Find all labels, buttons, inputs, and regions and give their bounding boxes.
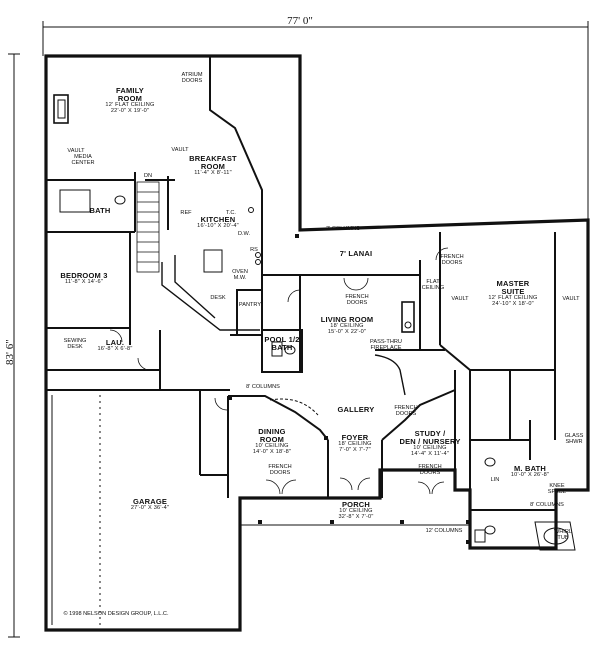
note-columns-2ft: 2' COLUMNS: [326, 226, 360, 232]
fireplace-living: [401, 301, 415, 333]
room-bath: BATH: [89, 206, 111, 215]
note-vault-left: VAULT: [67, 148, 85, 154]
fireplace-family: [53, 94, 69, 124]
overall-width: 77' 0": [287, 15, 313, 27]
note-pantry: PANTRY: [238, 302, 262, 308]
note-dishwasher: D.W.: [237, 231, 251, 237]
kitchen-island: [203, 249, 223, 273]
room-garage: GARAGE 27'-0" X 36'-4": [130, 497, 170, 511]
tub: [59, 189, 91, 213]
whirl-tub: [534, 521, 576, 551]
room-kitchen: KITCHEN 16'-10" X 20'-4": [197, 215, 239, 229]
note-vault-m2: VAULT: [562, 296, 580, 302]
note-desk: DESK: [210, 295, 226, 301]
room-gallery: GALLERY: [337, 405, 375, 414]
lanai-edge-top: [208, 55, 301, 230]
note-vault-family: VAULT: [171, 147, 189, 153]
room-foyer: FOYER 18' CEILING 7'-0" X 7'-7": [338, 433, 372, 453]
note-trash-compactor: T.C.: [226, 210, 236, 216]
note-ref: REF: [180, 210, 192, 216]
note-stairs-down: DN: [143, 173, 153, 179]
room-laundry: LAU. 16'-8" X 6'-8": [97, 338, 133, 352]
note-range: RS: [250, 247, 258, 253]
room-study: STUDY /DEN / NURSERY 10' CEILING 14'-4" …: [399, 429, 461, 457]
note-columns-bath: 8' COLUMNS: [530, 502, 564, 508]
note-vault-m1: VAULT: [451, 296, 469, 302]
room-porch: PORCH 10' CEILING 32'-8" X 7'-0": [338, 500, 374, 520]
note-columns-8ft: 8' COLUMNS: [246, 384, 280, 390]
overall-depth: 83' 6": [4, 339, 16, 365]
room-bedroom3: BEDROOM 3 11'-8" X 14'-6": [60, 271, 108, 285]
note-linen: LIN: [490, 477, 500, 483]
room-master-bath: M. BATH 10'-0" X 26'-8": [510, 464, 550, 478]
copyright: © 1998 NELSON DESIGN GROUP, L.L.C.: [63, 611, 169, 617]
note-columns-12ft: 12' COLUMNS: [425, 528, 463, 534]
room-living: LIVING ROOM 18' CEILING 15'-0" X 22'-0": [320, 315, 374, 335]
room-lanai: 7' LANAI: [339, 249, 373, 258]
stairs: [136, 181, 160, 273]
